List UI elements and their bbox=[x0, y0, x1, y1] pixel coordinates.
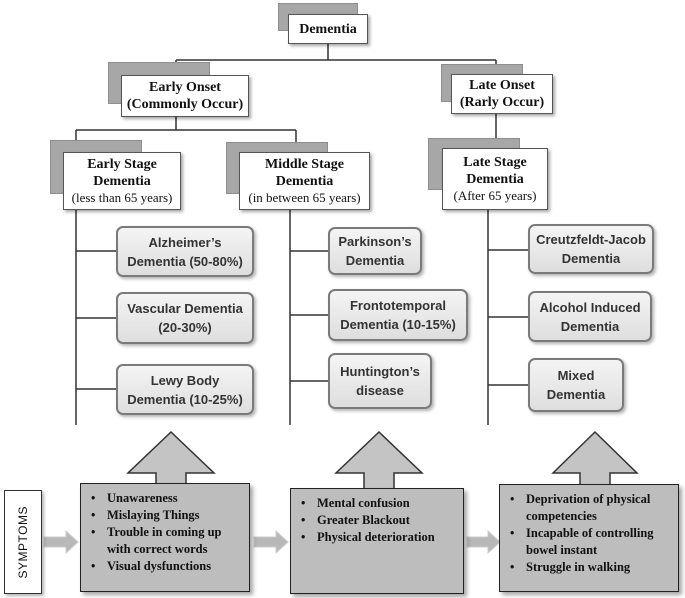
right-arrow-3 bbox=[466, 529, 501, 555]
early-stage-title-1: Early Stage bbox=[87, 157, 157, 172]
right-arrow-2 bbox=[253, 529, 289, 555]
middle-stage-title-2: Dementia bbox=[275, 174, 334, 189]
early-stage-title-2: Dementia bbox=[93, 174, 151, 189]
type-alzheimers: Alzheimer’s Dementia (50-80%) bbox=[116, 226, 254, 277]
symptoms-late: Deprivation of physical competencies Inc… bbox=[499, 484, 679, 592]
late-stage-title-1: Late Stage bbox=[463, 155, 527, 170]
symptom-item: Visual dysfunctions bbox=[89, 558, 243, 575]
symptom-item: Unawareness bbox=[89, 490, 243, 507]
late-onset-subtitle: (Rarly Occur) bbox=[459, 95, 545, 110]
symptom-item: Trouble in coming up with correct words bbox=[89, 524, 243, 558]
type-creutzfeldt-jacob: Creutzfeldt-Jacob Dementia bbox=[528, 224, 654, 274]
late-onset-title: Late Onset bbox=[469, 78, 535, 93]
symptom-item: Incapable of controlling bowel instant bbox=[508, 525, 672, 559]
symptom-item: Physical deterioration bbox=[299, 529, 457, 546]
late-stage-box: Late Stage Dementia (After 65 years) bbox=[442, 148, 548, 210]
right-arrow-1 bbox=[43, 529, 79, 555]
symptom-item: Greater Blackout bbox=[299, 512, 457, 529]
type-lewy-body: Lewy Body Dementia (10-25%) bbox=[116, 364, 254, 415]
type-huntingtons: Huntington’s disease bbox=[328, 353, 432, 409]
middle-stage-subtitle: (in between 65 years) bbox=[248, 190, 361, 205]
type-vascular: Vascular Dementia (20-30%) bbox=[116, 292, 254, 344]
type-alcohol-induced: Alcohol Induced Dementia bbox=[528, 291, 652, 342]
symptoms-label: SYMPTOMS bbox=[4, 490, 42, 594]
symptoms-middle: Mental confusion Greater Blackout Physic… bbox=[290, 488, 464, 594]
up-arrow-middle bbox=[334, 430, 424, 499]
early-stage-subtitle: (less than 65 years) bbox=[71, 190, 173, 205]
root-title: Dementia bbox=[299, 21, 357, 37]
symptom-item: Struggle in walking bbox=[508, 559, 672, 576]
middle-stage-title-1: Middle Stage bbox=[265, 157, 344, 172]
early-onset-subtitle: (Commonly Occur) bbox=[126, 97, 244, 112]
symptom-item: Mislaying Things bbox=[89, 507, 243, 524]
type-parkinsons: Parkinson’s Dementia bbox=[328, 227, 422, 275]
early-onset-title: Early Onset bbox=[149, 80, 221, 95]
late-stage-subtitle: (After 65 years) bbox=[453, 188, 537, 203]
root-box: Dementia bbox=[288, 14, 368, 44]
symptom-item: Deprivation of physical competencies bbox=[508, 491, 672, 525]
symptom-item: Mental confusion bbox=[299, 495, 457, 512]
late-stage-title-2: Dementia bbox=[466, 172, 524, 187]
early-onset-box: Early Onset (Commonly Occur) bbox=[121, 75, 249, 117]
symptoms-label-text: SYMPTOMS bbox=[16, 505, 30, 579]
symptoms-early: Unawareness Mislaying Things Trouble in … bbox=[80, 483, 250, 592]
late-onset-box: Late Onset (Rarly Occur) bbox=[451, 74, 553, 114]
type-frontotemporal: Frontotemporal Dementia (10-15%) bbox=[328, 289, 468, 341]
early-stage-box: Early Stage Dementia (less than 65 years… bbox=[63, 152, 181, 210]
middle-stage-box: Middle Stage Dementia (in between 65 yea… bbox=[239, 152, 370, 210]
type-mixed: Mixed Dementia bbox=[528, 358, 624, 412]
